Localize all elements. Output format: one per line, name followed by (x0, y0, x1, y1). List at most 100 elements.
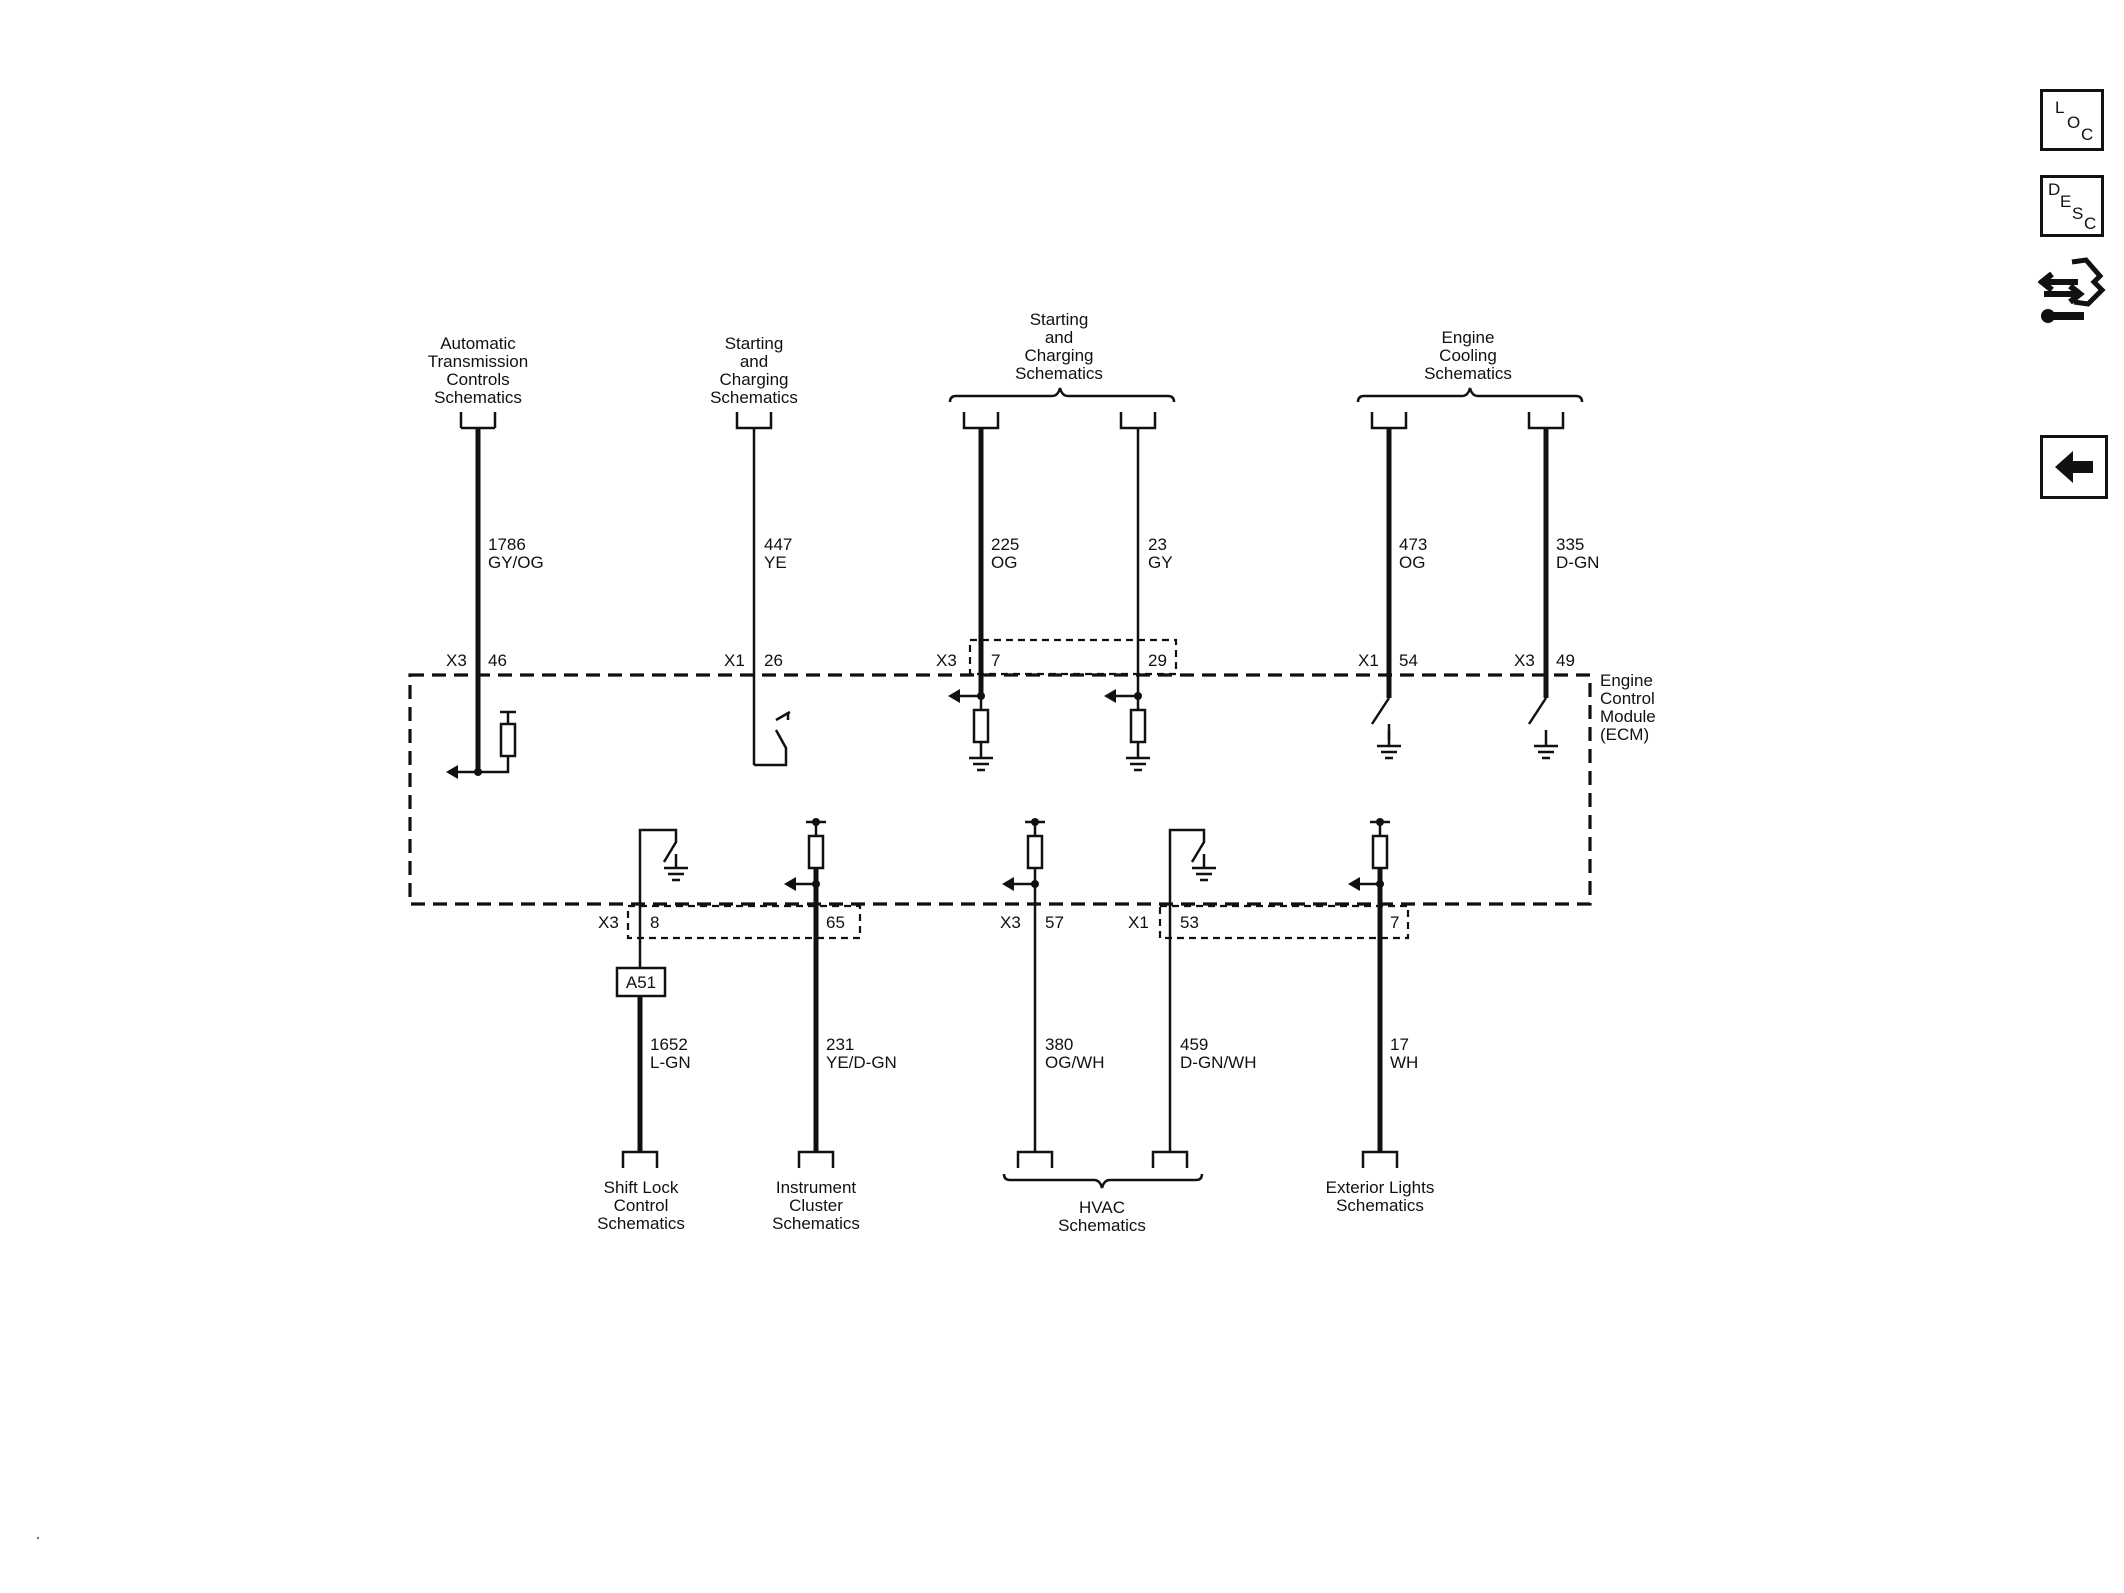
circuit-225: 225 OG X3 7 (936, 412, 1019, 772)
connector-end-symbol (1151, 1150, 1189, 1168)
destination-label-line: Schematics (1015, 364, 1103, 383)
connector-end-symbol (621, 1150, 659, 1168)
ground-symbol (1534, 730, 1558, 760)
left-arrow-icon (2055, 451, 2093, 483)
top-destination-engine-cooling: Engine Cooling Schematics (1424, 328, 1512, 383)
ground-symbol (969, 742, 993, 772)
resistor (499, 722, 517, 758)
arrowhead (1348, 877, 1360, 891)
destination-label-line: Shift Lock (604, 1178, 679, 1197)
wire-color: YE (764, 553, 787, 572)
connector-id: X1 (724, 651, 745, 670)
ground-symbol (1192, 854, 1216, 882)
pin-number: 8 (650, 913, 659, 932)
splice-dot (812, 818, 820, 826)
destination-label-line: Charging (720, 370, 789, 389)
back-button[interactable] (2040, 435, 2108, 499)
arrowhead (1002, 877, 1014, 891)
bottom-destination-instrument-cluster: Instrument Cluster Schematics (772, 1178, 860, 1233)
inline-component-label: A51 (626, 973, 656, 992)
wire-color: OG (1399, 553, 1425, 572)
arrowhead (784, 877, 796, 891)
switch-contact (754, 710, 791, 767)
resistor (1026, 834, 1044, 870)
pin-number: 29 (1148, 651, 1167, 670)
connector-end-symbol (962, 412, 1000, 430)
wire-color: WH (1390, 1053, 1418, 1072)
pin-number: 65 (826, 913, 845, 932)
connector-id: X1 (1358, 651, 1379, 670)
location-button[interactable]: L O C (2040, 89, 2104, 151)
destination-brace-hvac (1002, 1173, 1204, 1189)
circuit-number: 380 (1045, 1035, 1073, 1054)
destination-label-line: Charging (1025, 346, 1094, 365)
circuit-number: 1786 (488, 535, 526, 554)
destination-label-line: Schematics (772, 1214, 860, 1233)
destination-label-line: Cluster (789, 1196, 843, 1215)
wire-color: D-GN (1556, 553, 1599, 572)
connector-end-view-button[interactable] (2037, 252, 2108, 332)
wire-color: GY/OG (488, 553, 544, 572)
pin-number: 46 (488, 651, 507, 670)
pin-number: 7 (991, 651, 1000, 670)
circuit-335: 335 D-GN X3 49 (1514, 412, 1599, 760)
destination-brace-engine-cooling (1356, 387, 1584, 403)
connector-end-symbol (1119, 412, 1157, 430)
arrowhead (446, 765, 458, 779)
circuit-number: 225 (991, 535, 1019, 554)
ecm-label-line-4: (ECM) (1600, 725, 1649, 744)
destination-label-line: Schematics (1424, 364, 1512, 383)
resistor (1129, 708, 1147, 744)
resistor (972, 708, 990, 744)
circuit-473: 473 OG X1 54 (1358, 412, 1427, 760)
switch-contact (1527, 697, 1548, 725)
destination-label-line: Schematics (434, 388, 522, 407)
wire-color: OG/WH (1045, 1053, 1105, 1072)
ecm-label-line-3: Module (1600, 707, 1656, 726)
connector-x1-bottom-group (1158, 904, 1410, 940)
description-letter-s: S (2072, 204, 2084, 223)
connector-id: X3 (1514, 651, 1535, 670)
circuit-number: 17 (1390, 1035, 1409, 1054)
bottom-destination-exterior-lights: Exterior Lights Schematics (1326, 1178, 1435, 1215)
location-letter-l: L (2055, 98, 2065, 117)
circuit-17: 7 17 WH (1348, 818, 1418, 1168)
description-letter-d: D (2048, 180, 2061, 199)
circuit-231: 65 231 YE/D-GN (784, 818, 897, 1168)
circuit-459: X1 53 459 D-GN/WH (1128, 828, 1256, 1168)
connector-end-symbol (735, 412, 773, 430)
top-destination-automatic-transmission: Automatic Transmission Controls Schemati… (428, 334, 528, 407)
destination-label-line: HVAC (1079, 1198, 1125, 1217)
connector-end-symbol (459, 412, 497, 430)
connector-end-symbol (797, 1150, 835, 1168)
bottom-destination-hvac: HVAC Schematics (1058, 1198, 1146, 1235)
destination-label-line: Control (614, 1196, 669, 1215)
switch-contact (1370, 697, 1391, 740)
destination-label-line: Starting (725, 334, 784, 353)
pin-number: 7 (1390, 913, 1399, 932)
connector-end-symbol (1361, 1150, 1399, 1168)
circuit-number: 1652 (650, 1035, 688, 1054)
connector-end-view-icon (2037, 257, 2106, 323)
inline-component-a51 (615, 966, 667, 998)
description-button[interactable]: D E S C (2040, 175, 2104, 237)
connector-id: X1 (1128, 913, 1149, 932)
splice-dot (1376, 818, 1384, 826)
destination-label-line: Engine (1442, 328, 1495, 347)
bottom-destination-shift-lock: Shift Lock Control Schematics (597, 1178, 685, 1233)
circuit-number: 459 (1180, 1035, 1208, 1054)
circuit-1786: 1786 GY/OG X3 46 (446, 412, 544, 779)
arrowhead (1104, 689, 1116, 703)
switch-contact (638, 828, 678, 1150)
circuit-number: 473 (1399, 535, 1427, 554)
location-letter-c: C (2081, 125, 2094, 144)
wire-color: D-GN/WH (1180, 1053, 1256, 1072)
destination-label-line: Starting (1030, 310, 1089, 329)
pin-number: 53 (1180, 913, 1199, 932)
destination-label-line: Instrument (776, 1178, 857, 1197)
splice-dot (1031, 818, 1039, 826)
wire-color: L-GN (650, 1053, 691, 1072)
connector-id: X3 (446, 651, 467, 670)
wire-color: GY (1148, 553, 1173, 572)
destination-label-line: Schematics (1058, 1216, 1146, 1235)
